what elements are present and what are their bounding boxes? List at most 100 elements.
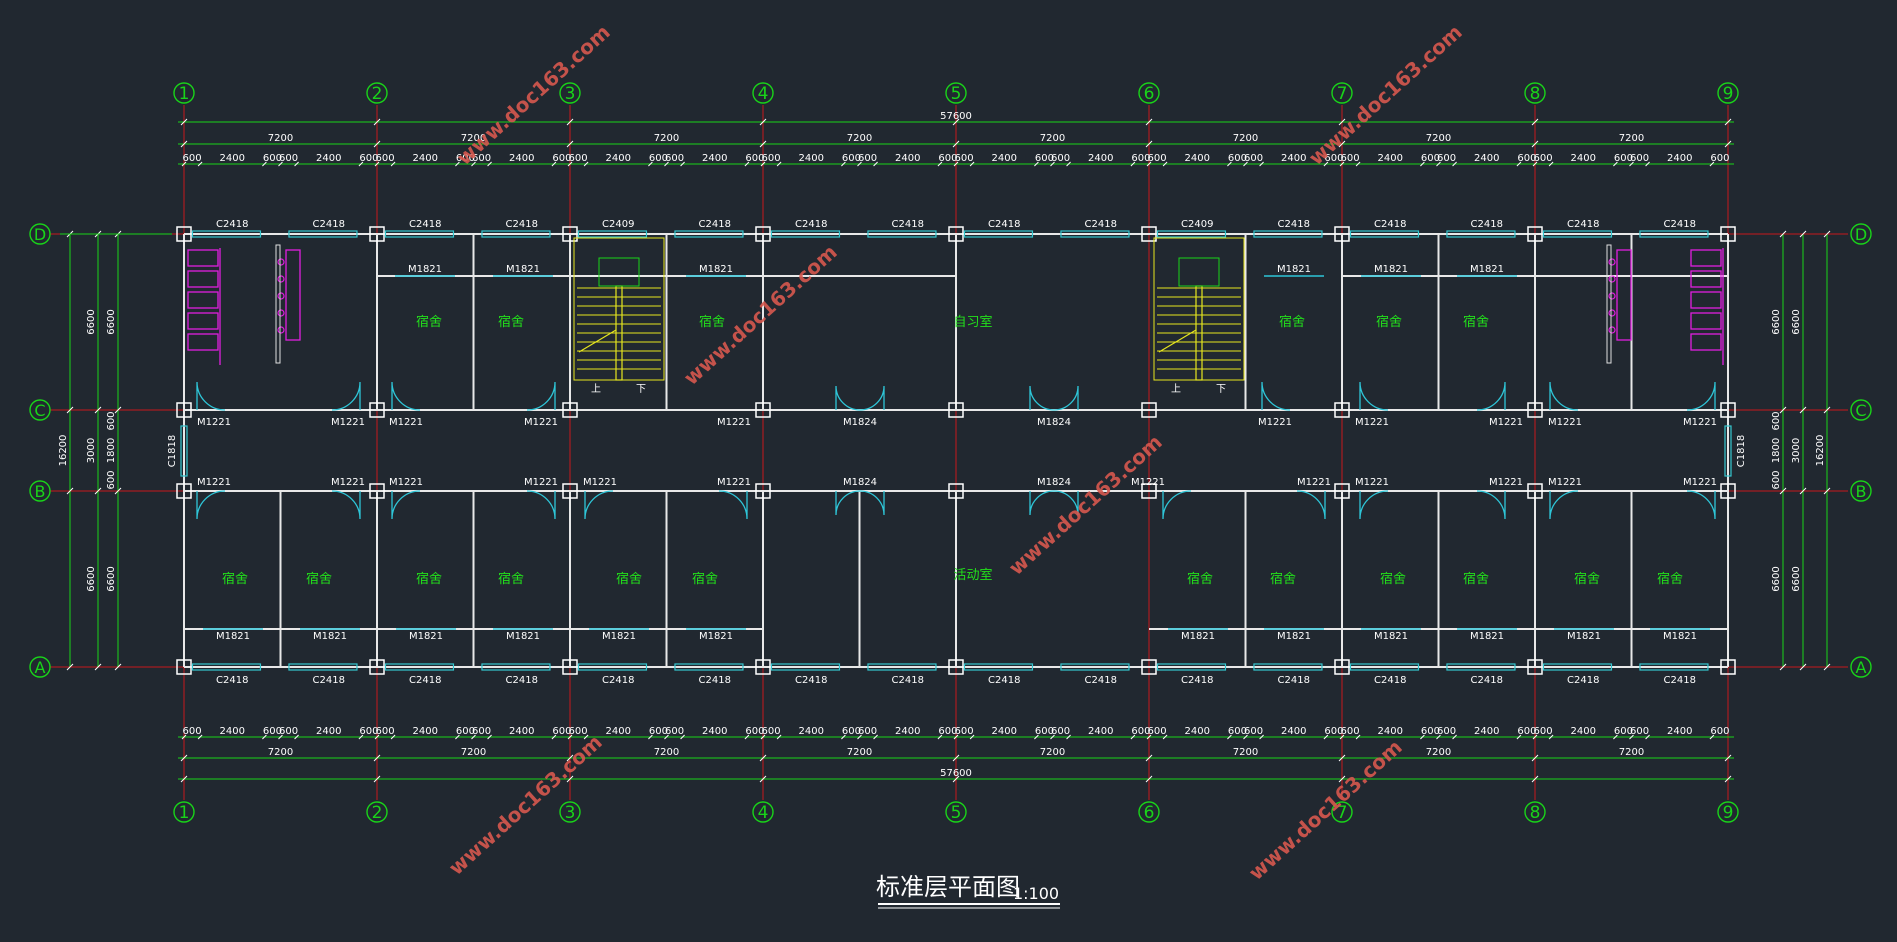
window-label-south: C2418 xyxy=(1374,675,1406,686)
room-label-south: 宿舍 xyxy=(1187,571,1213,587)
door-label-corridor-south: M1221 xyxy=(197,477,231,488)
dim-seg-text-bottom: 600 xyxy=(665,726,684,737)
dim-tick-top xyxy=(1629,161,1634,167)
axis-bubble-row-B xyxy=(29,480,51,502)
door-label-closet-north: M1821 xyxy=(1374,264,1408,275)
window-south xyxy=(577,663,648,671)
dim-tick-top xyxy=(952,140,960,148)
door-north-room xyxy=(526,381,556,411)
door-south-room xyxy=(391,490,421,520)
door-label-closet-south: M1821 xyxy=(1663,631,1697,642)
dim-tick-right xyxy=(1823,663,1831,671)
dim-seg-text-top: 600 xyxy=(1517,153,1536,164)
axis-label-col-3: 3 xyxy=(565,803,576,823)
basin xyxy=(1608,275,1616,283)
dim-seg-text-bottom: 600 xyxy=(1710,726,1729,737)
window-label-north: C2418 xyxy=(1471,219,1503,230)
structural-column xyxy=(1141,483,1157,499)
window-label-south: C2418 xyxy=(1085,675,1117,686)
dim-seg-text-top: 600 xyxy=(1131,153,1150,164)
dim-tick-top xyxy=(180,118,188,126)
window-south xyxy=(288,663,358,671)
dim-tick-bottom xyxy=(278,734,283,740)
window-label-south: C2418 xyxy=(1471,675,1503,686)
dim-seg-text-top: 600 xyxy=(1324,153,1343,164)
dim-tick-bottom xyxy=(1420,734,1425,740)
door-north-room xyxy=(331,381,361,411)
basin xyxy=(1608,258,1616,266)
dim-tick-top xyxy=(1323,161,1329,167)
window-label-north: C2418 xyxy=(506,219,538,230)
dim-tick-top xyxy=(1146,161,1152,167)
dim-seg-text-top: 600 xyxy=(1630,153,1649,164)
door-south-room xyxy=(1549,490,1579,520)
dim-seg-text-top: 600 xyxy=(472,153,491,164)
dim-vertical-inner-text-right: 6600 xyxy=(1771,309,1782,334)
window-label-south: C2418 xyxy=(506,675,538,686)
door-label-closet-north: M1821 xyxy=(1470,264,1504,275)
room-label-south: 宿舍 xyxy=(616,571,642,587)
dim-seg-text-bottom: 600 xyxy=(1437,726,1456,737)
toilet-stall xyxy=(1690,291,1722,309)
dim-tick-top xyxy=(1243,161,1248,167)
dim-tick-bottom xyxy=(358,734,364,740)
dim-vertical-outer-text-right: 6600 xyxy=(1791,309,1802,334)
axis-bubble-row-D xyxy=(1850,223,1872,245)
axis-bubble-row-C xyxy=(1850,399,1872,421)
door-label-corridor-north: M1824 xyxy=(1037,417,1071,428)
structural-column xyxy=(176,402,192,418)
axis-bubble-col-2 xyxy=(366,82,388,104)
dim-seg-text-top: 600 xyxy=(1147,153,1166,164)
axis-bubble-col-6 xyxy=(1138,801,1160,823)
dim-bay-text-top: 7200 xyxy=(1040,133,1065,144)
structural-column xyxy=(176,659,192,675)
dim-seg-text-top: 600 xyxy=(182,153,201,164)
dim-tick-left xyxy=(94,663,102,671)
dim-tick-bottom xyxy=(181,734,187,740)
door-label-closet-south: M1821 xyxy=(1374,631,1408,642)
door-south-room xyxy=(196,490,226,520)
window-south xyxy=(1060,663,1130,671)
window-label-north: C2418 xyxy=(988,219,1020,230)
dim-tick-top xyxy=(1532,161,1538,167)
dim-seg-text-bottom: 600 xyxy=(745,726,764,737)
structural-column xyxy=(369,483,385,499)
dim-vertical-inner-text-left: 6600 xyxy=(106,566,117,591)
dim-seg-text-bottom: 600 xyxy=(552,726,571,737)
axis-label-row-D: D xyxy=(34,225,46,244)
door-double-north xyxy=(835,385,861,411)
dim-seg-text-bottom: 2400 xyxy=(1667,726,1692,737)
dim-seg-text-top: 2400 xyxy=(895,153,920,164)
axis-label-row-C: C xyxy=(1855,401,1866,420)
dim-tick-bottom xyxy=(1531,775,1539,783)
toilet-stall xyxy=(1690,270,1722,288)
structural-column xyxy=(1141,659,1157,675)
room-label-north: 宿舍 xyxy=(498,314,524,330)
dim-seg-text-top: 2400 xyxy=(992,153,1017,164)
window-label-north: C2418 xyxy=(1278,219,1310,230)
door-double-south xyxy=(835,490,861,516)
dim-seg-text-top: 600 xyxy=(1035,153,1054,164)
dim-tick-top xyxy=(181,161,187,167)
window-north xyxy=(1542,230,1613,238)
dim-tick-bottom xyxy=(1613,734,1618,740)
window-north xyxy=(770,230,841,238)
dim-tick-bottom xyxy=(1532,734,1538,740)
dim-tick-left xyxy=(66,406,74,414)
dim-seg-text-bottom: 600 xyxy=(938,726,957,737)
dim-tick-top xyxy=(180,140,188,148)
structural-column xyxy=(562,226,578,242)
dim-tick-left xyxy=(66,663,74,671)
door-label-corridor-north: M1221 xyxy=(331,417,365,428)
dim-tick-top xyxy=(1420,161,1425,167)
dim-seg-text-bottom: 2400 xyxy=(316,726,341,737)
axis-bubble-row-B xyxy=(1850,480,1872,502)
dim-tick-top xyxy=(873,161,878,167)
axis-bubble-col-8 xyxy=(1524,82,1546,104)
dim-tick-bottom xyxy=(390,734,396,740)
structural-column xyxy=(176,483,192,499)
room-label-south: 宿舍 xyxy=(1574,571,1600,587)
dim-seg-text-bottom: 600 xyxy=(568,726,587,737)
dim-seg-text-top: 600 xyxy=(263,153,282,164)
